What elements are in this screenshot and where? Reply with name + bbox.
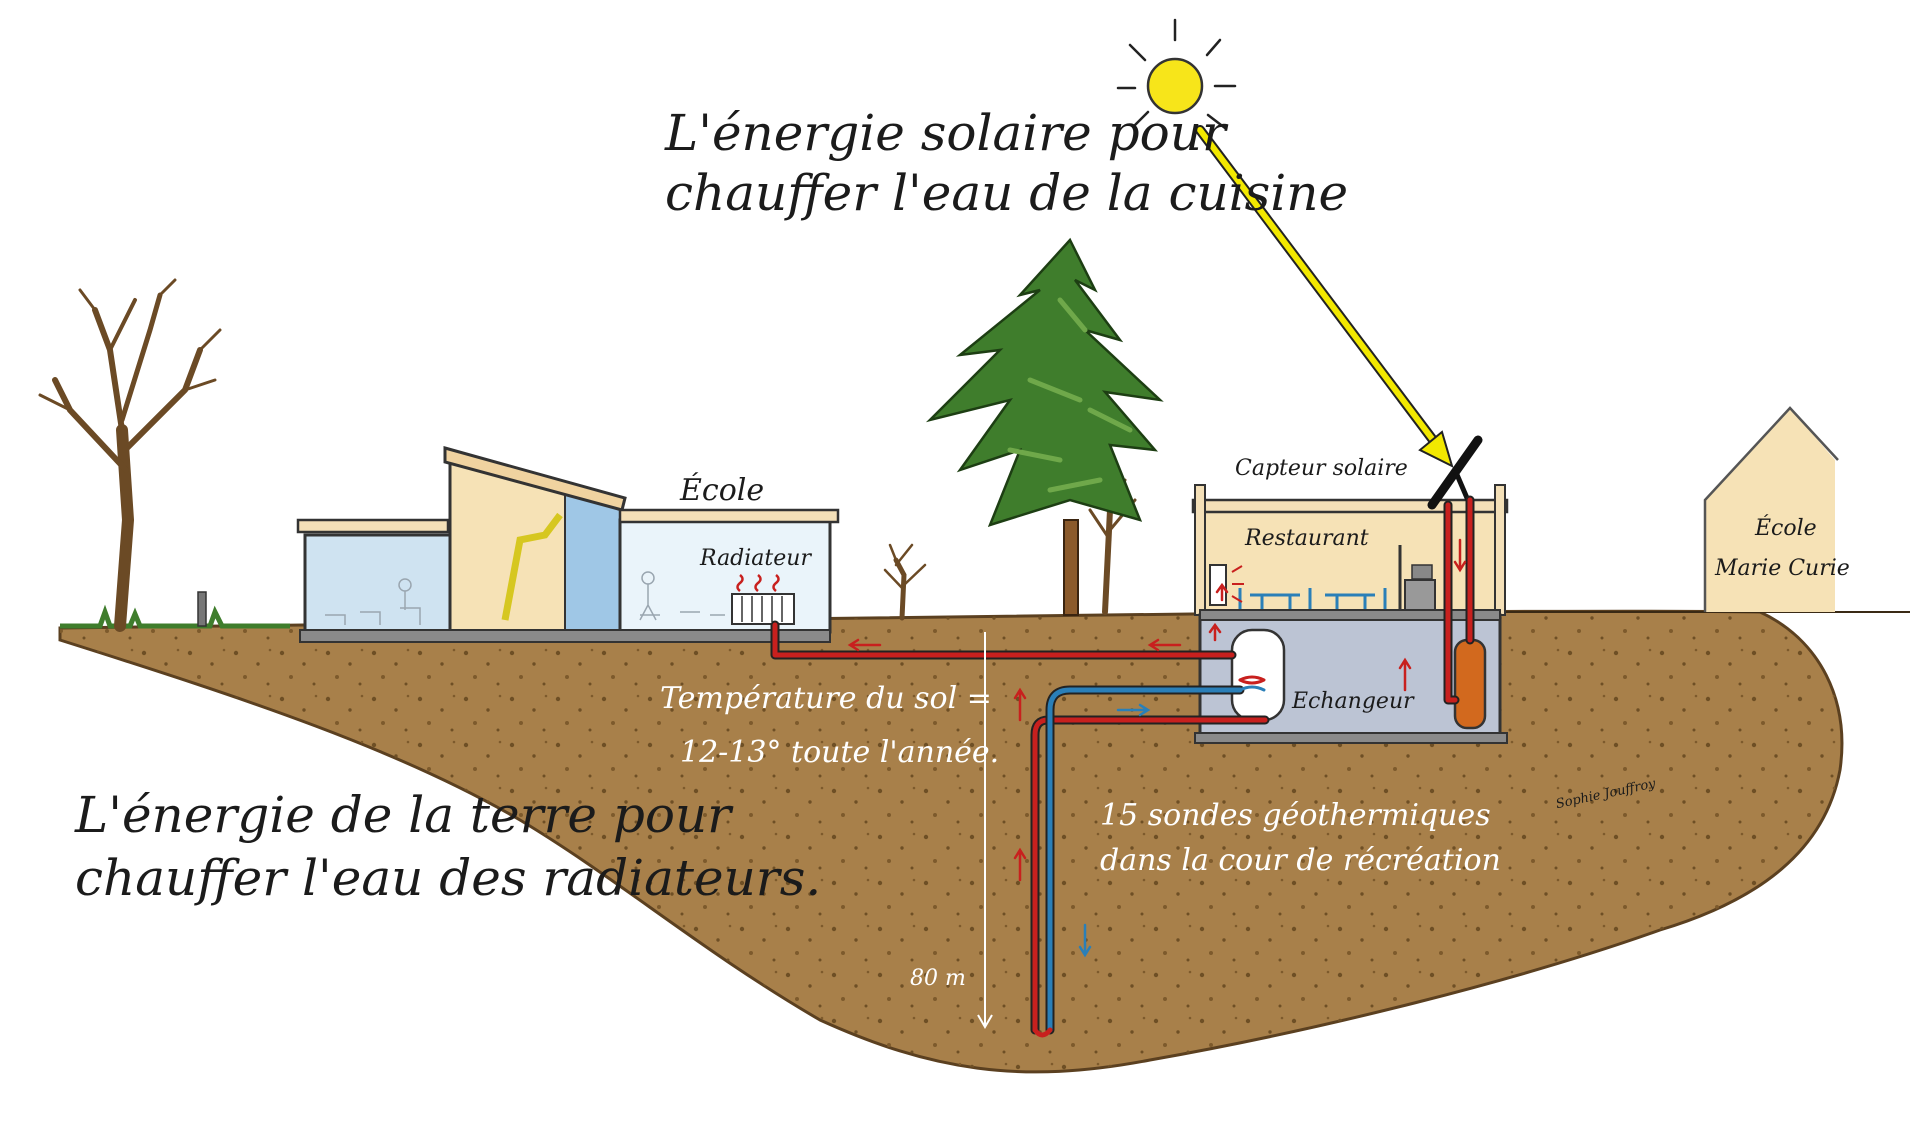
bare-tree-small: [883, 543, 927, 621]
sun-ray-arrow-fill: [1197, 127, 1445, 455]
exchanger-tank-icon: [1230, 628, 1286, 722]
ecole-building: [296, 446, 840, 643]
label-echangeur: Echangeur: [1291, 689, 1415, 714]
depth-indicator: [977, 632, 993, 1029]
label-temperature-1: Température du sol =: [660, 681, 992, 716]
pine-foliage: [925, 237, 1164, 527]
solar-pipe: [1445, 502, 1458, 703]
label-ecole-marie-curie-1: École: [1754, 514, 1817, 541]
label-sondes-1: 15 sondes géothermiques: [1100, 798, 1491, 833]
radiator-fins: [741, 596, 783, 622]
label-radiateur: Radiateur: [699, 546, 812, 571]
pine-foliage-highlight: [1007, 297, 1133, 493]
hot-pipe-radiator: [772, 622, 1235, 658]
bare-tree-left: [38, 278, 222, 632]
solar-boiler-icon: [1453, 638, 1487, 730]
roof-right: [618, 508, 840, 524]
restaurant-roof: [1191, 498, 1509, 514]
label-restaurant: Restaurant: [1244, 526, 1369, 551]
flow-arrows: [847, 538, 1467, 958]
pine-tree: [925, 237, 1164, 616]
label-ecole: École: [679, 472, 764, 508]
basement-ceiling: [1199, 609, 1501, 621]
sun-group: [1116, 18, 1454, 468]
label-temperature-2: 12-13° toute l'année.: [680, 735, 999, 770]
school-floor: [299, 629, 831, 643]
title-solar-line1: L'énergie solaire pour: [664, 104, 1229, 162]
cold-pipe-probe: [1047, 687, 1243, 1033]
classroom-sketch: [325, 571, 725, 625]
radiator-restaurant-icon: [1209, 564, 1227, 606]
basement-floor: [1194, 732, 1508, 744]
sun-rays-icon: [1116, 18, 1237, 130]
label-depth: 80 m: [910, 966, 966, 991]
title-earth-line1: L'énergie de la terre pour: [74, 786, 734, 844]
pipes: [770, 495, 1475, 1038]
pine-trunk: [1063, 519, 1079, 616]
sun-icon: [1146, 57, 1204, 115]
grass-left: [60, 604, 290, 629]
restaurant-wall-right: [1494, 484, 1506, 616]
sun-ray-arrowhead: [1418, 430, 1454, 468]
post: [197, 591, 207, 627]
kitchen-counter-icon: [1398, 545, 1436, 613]
title-solar-line2: chauffer l'eau de la cuisine: [665, 164, 1348, 222]
marie-curie-house: [1705, 408, 1835, 612]
marie-curie-outline: [1703, 406, 1839, 612]
title-earth-line2: chauffer l'eau des radiateurs.: [75, 849, 821, 907]
stair-rail: [501, 512, 563, 621]
glass-wall: [564, 488, 621, 636]
roof-left: [296, 518, 450, 534]
heat-waves-restaurant-icon: [1231, 565, 1244, 603]
restaurant-wall-left: [1194, 484, 1206, 616]
label-capteur-solaire: Capteur solaire: [1235, 456, 1408, 481]
ecole-marie-curie: [1703, 406, 1839, 612]
heat-waves-icon: [736, 574, 780, 592]
label-sondes-2: dans la cour de récréation: [1100, 843, 1501, 878]
classroom-left: [303, 533, 452, 634]
label-ecole-marie-curie-2: Marie Curie: [1714, 556, 1850, 581]
